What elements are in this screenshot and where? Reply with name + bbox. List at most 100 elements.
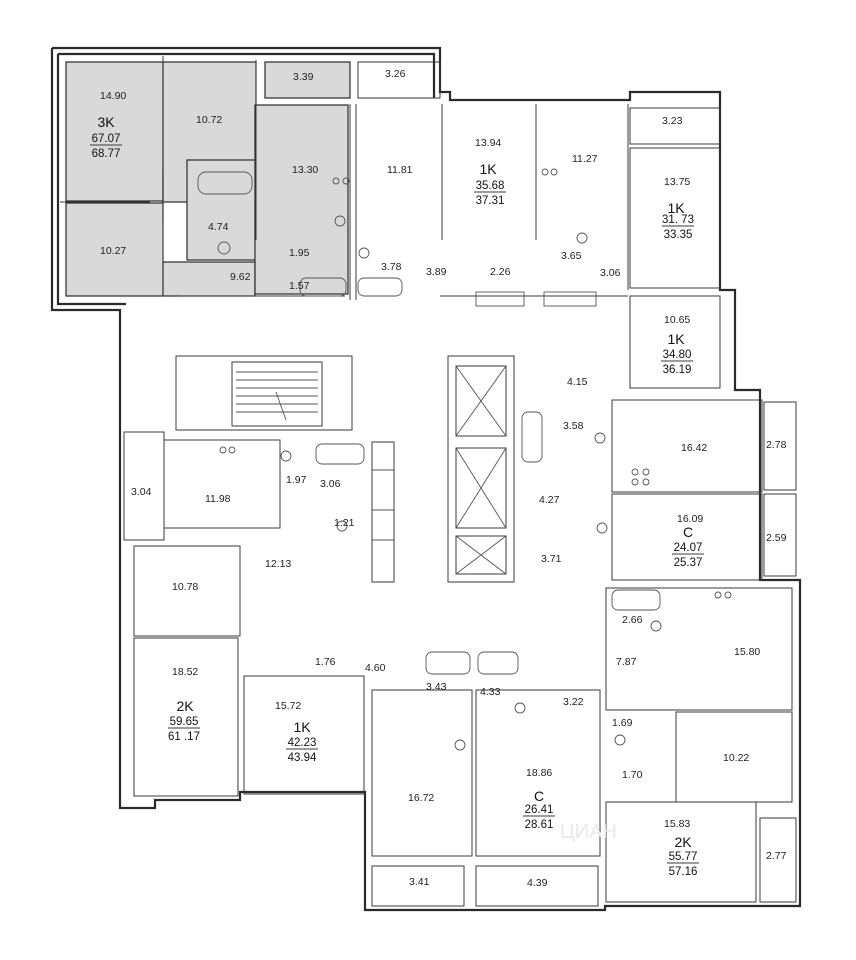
room-area: 2.59 [766, 532, 787, 544]
room-area: 1.70 [622, 769, 643, 781]
room-area: 13.30 [292, 164, 318, 176]
room-area: 2.26 [490, 266, 511, 278]
svg-text:68.77: 68.77 [92, 148, 121, 160]
room-area: 3.23 [662, 115, 683, 127]
unit-label-1k-d: 1K 42.23 43.94 [286, 719, 318, 764]
unit-label-2k-b: 2K 55.77 57.16 [667, 834, 699, 878]
highlighted-apartment-3k[interactable] [65, 61, 351, 297]
room-area: 3.04 [131, 486, 152, 498]
svg-text:1K: 1K [293, 719, 311, 735]
room-area: 10.27 [100, 245, 126, 257]
room-area: 3.26 [385, 68, 406, 80]
room-area: 1.95 [289, 247, 310, 259]
svg-text:37.31: 37.31 [476, 195, 505, 207]
room-area: 18.52 [172, 666, 198, 678]
unit-label-2k-a: 2K 59.65 61 .17 [168, 698, 200, 743]
svg-text:67.07: 67.07 [92, 133, 121, 145]
svg-text:42.23: 42.23 [288, 737, 317, 749]
room-area: 3.06 [600, 267, 621, 279]
svg-text:57.16: 57.16 [669, 866, 698, 878]
room-area: 1.21 [334, 517, 355, 529]
room-area: 3.41 [409, 876, 430, 888]
svg-text:C: C [534, 788, 544, 804]
room-area: 11.27 [572, 153, 598, 165]
room-area: 4.60 [365, 662, 386, 674]
room-area: 3.22 [563, 696, 584, 708]
room-area: 2.77 [766, 850, 787, 862]
room-area: 4.27 [539, 494, 560, 506]
svg-text:25.37: 25.37 [674, 557, 703, 569]
room-area: 10.78 [172, 581, 198, 593]
svg-text:C: C [683, 524, 693, 540]
staircase [231, 361, 395, 583]
room-area: 18.86 [526, 767, 552, 779]
svg-text:61 .17: 61 .17 [168, 731, 200, 743]
svg-text:24.07: 24.07 [674, 542, 703, 554]
interior-walls [60, 56, 797, 907]
svg-text:33.35: 33.35 [664, 229, 693, 241]
room-area: 4.39 [527, 877, 548, 889]
room-area: 3.58 [563, 420, 584, 432]
unit-labels: 3K 67.07 68.77 1K 35.68 37.31 1K 31. 73 … [90, 114, 704, 878]
room-area: 9.62 [230, 271, 251, 283]
room-area: 3.06 [320, 478, 341, 490]
unit-label-1k-a: 1K 35.68 37.31 [474, 161, 506, 207]
fixtures [197, 168, 732, 751]
room-area: 1.69 [612, 717, 633, 729]
svg-text:35.68: 35.68 [476, 180, 505, 192]
svg-text:1K: 1K [667, 200, 685, 216]
svg-text:28.61: 28.61 [525, 819, 554, 831]
room-area: 4.74 [208, 221, 229, 233]
room-area: 10.65 [664, 314, 690, 326]
svg-text:55.77: 55.77 [669, 851, 698, 863]
unit-label-1k-c: 1K 34.80 36.19 [661, 331, 693, 376]
svg-text:36.19: 36.19 [663, 364, 692, 376]
room-area: 3.71 [541, 553, 562, 565]
unit-label-1k-b: 1K 31. 73 33.35 [662, 200, 694, 241]
watermark-logo: ЦИАН [560, 821, 617, 843]
room-area: 1.76 [315, 656, 336, 668]
room-area: 16.42 [681, 442, 707, 454]
svg-text:43.94: 43.94 [288, 752, 317, 764]
room-area: 16.09 [677, 513, 703, 525]
unit-label-studio-b: C 26.41 28.61 [523, 788, 555, 831]
room-area: 3.43 [426, 681, 447, 693]
room-area: 13.75 [664, 176, 690, 188]
room-area: 7.87 [616, 656, 637, 668]
outer-walls [50, 46, 802, 912]
room-area: 14.90 [100, 90, 126, 102]
room-area: 11.81 [387, 164, 413, 176]
unit-label-3k: 3K 67.07 68.77 [90, 114, 122, 160]
room-area: 15.72 [275, 700, 301, 712]
room-area: 10.22 [723, 752, 749, 764]
svg-text:34.80: 34.80 [663, 349, 692, 361]
room-area: 16.72 [408, 792, 434, 804]
room-area: 4.33 [480, 686, 501, 698]
unit-label-studio-a: C 24.07 25.37 [672, 524, 704, 569]
room-area: 10.72 [196, 114, 222, 126]
svg-text:3K: 3K [97, 114, 115, 130]
svg-text:26.41: 26.41 [525, 804, 554, 816]
svg-text:1K: 1K [667, 331, 685, 347]
room-area: 4.15 [567, 376, 588, 388]
room-area: 15.80 [734, 646, 760, 658]
room-area: 3.89 [426, 266, 447, 278]
room-labels: 14.90 10.72 3.39 3.26 13.94 11.27 3.23 1… [100, 68, 787, 889]
elevator-shafts [447, 355, 515, 583]
svg-text:59.65: 59.65 [170, 716, 199, 728]
room-area: 1.97 [286, 474, 307, 486]
room-area: 11.98 [205, 493, 231, 505]
room-area: 3.39 [293, 71, 314, 83]
room-area: 3.65 [561, 250, 582, 262]
svg-text:2K: 2K [176, 698, 194, 714]
svg-text:1K: 1K [479, 161, 497, 177]
svg-text:31. 73: 31. 73 [662, 214, 694, 226]
room-area: 3.78 [381, 261, 402, 273]
room-area: 1.57 [289, 280, 310, 292]
svg-text:2K: 2K [674, 834, 692, 850]
room-area: 2.66 [622, 614, 643, 626]
room-area: 2.78 [766, 439, 787, 451]
room-area: 12.13 [265, 558, 291, 570]
room-area: 15.83 [664, 818, 690, 830]
